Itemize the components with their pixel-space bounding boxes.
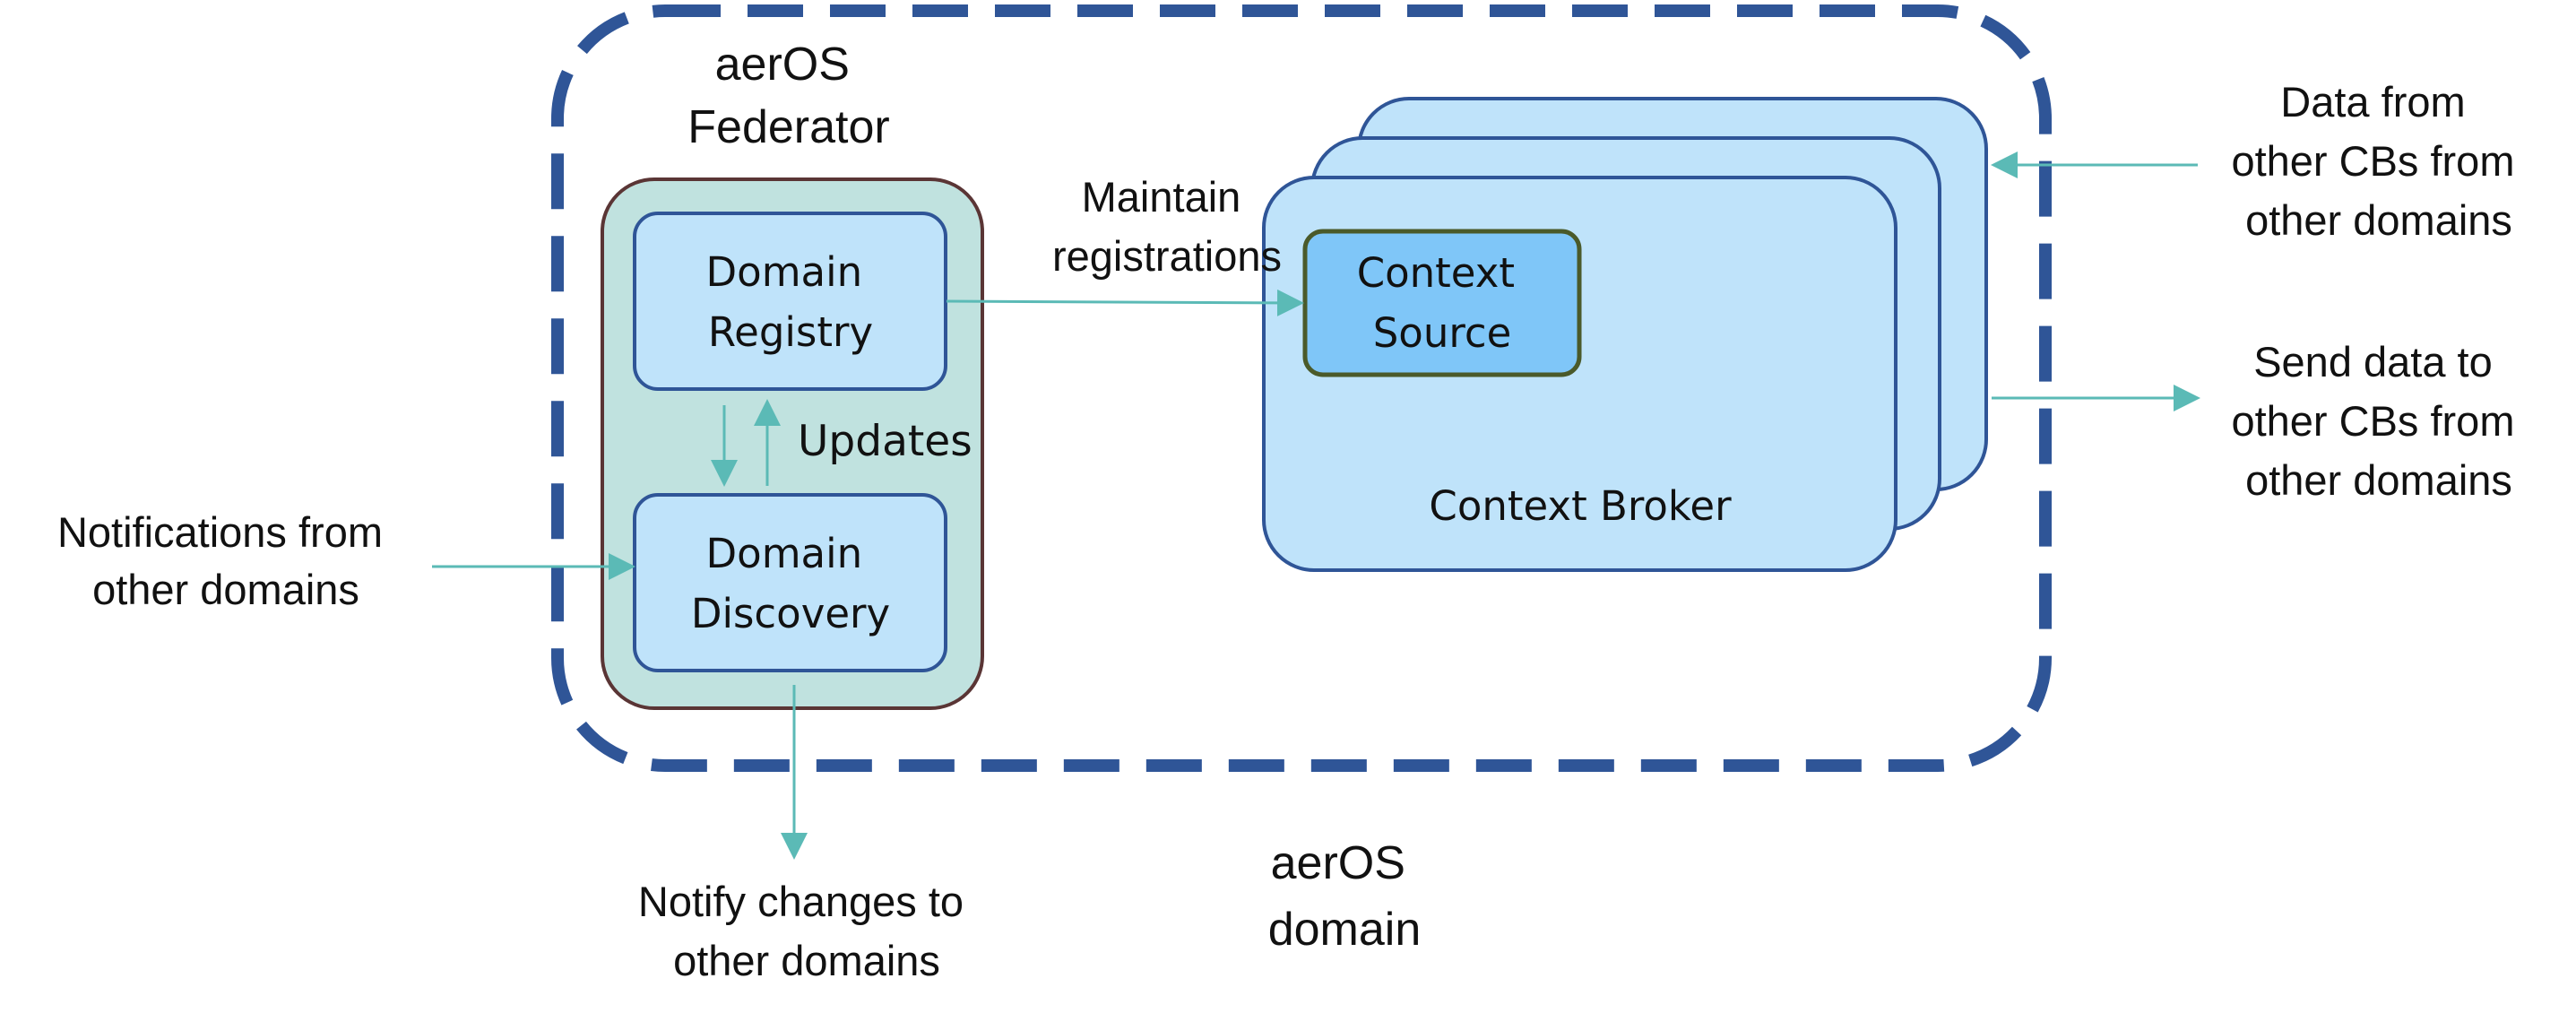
domain-registry-box (633, 212, 947, 391)
context-broker-label: Context Broker (1429, 482, 1732, 530)
context-source-box (1302, 229, 1582, 377)
notifications-in-label: Notifications from other domains (57, 508, 394, 613)
federator-label: aerOS Federator (687, 39, 889, 153)
data-out-label: Send data to other CBs from other domain… (2231, 338, 2526, 504)
domain-discovery-box (633, 493, 947, 672)
domain-registry-label: Domain Registry (706, 248, 876, 356)
updates-label: Updates (798, 417, 972, 466)
notify-out-label: Notify changes to other domains (638, 878, 975, 984)
context-source-label: Context Source (1357, 249, 1528, 357)
aeros-domain-label: aerOS domain (1268, 837, 1422, 956)
data-in-label: Data from other CBs from other domains (2231, 78, 2526, 244)
maintain-registrations-label: Maintain registrations (1052, 173, 1282, 280)
domain-discovery-label: Domain Discovery (691, 530, 890, 637)
maintain-registrations-arrow (946, 289, 1304, 316)
